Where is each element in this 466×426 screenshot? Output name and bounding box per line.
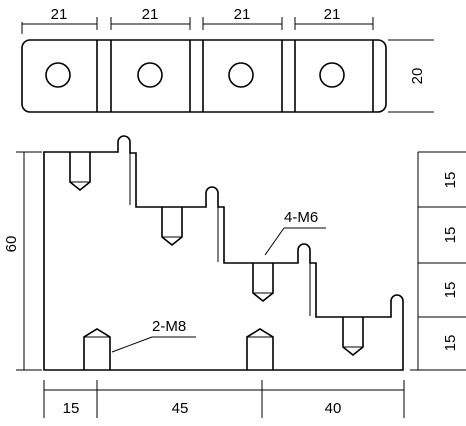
hole-2 [137, 62, 163, 88]
top-dim-2: 21 [142, 6, 159, 23]
right-dim-1: 15 [442, 172, 459, 189]
bottom-dim-1: 15 [63, 400, 80, 417]
top-dimensions [21, 17, 374, 34]
m8-callout-label: 2-M8 [152, 318, 186, 335]
right-dimensions [410, 151, 466, 371]
stepped-busbar-outline [43, 135, 404, 371]
bottom-dimensions [43, 380, 405, 418]
right-dim-4: 15 [442, 335, 459, 352]
top-dim-3: 21 [234, 6, 251, 23]
top-height-label: 20 [409, 68, 426, 85]
m8-stud-1 [83, 328, 111, 370]
m8-stud-2 [246, 328, 274, 370]
m6-stud-1 [69, 152, 91, 192]
hole-4 [319, 62, 345, 88]
front-height-label: 60 [3, 236, 20, 253]
m8-leader [111, 336, 196, 353]
segment-separators [96, 40, 374, 112]
front-height-dimension [16, 151, 42, 371]
bottom-dim-2: 45 [172, 400, 189, 417]
busbar-top-outline [21, 39, 387, 113]
m6-leader [264, 227, 326, 256]
front-view: 4-M6 2-M8 60 15 15 15 15 [3, 135, 466, 418]
m6-stud-4 [342, 317, 364, 357]
top-dim-1: 21 [51, 6, 68, 23]
step-inner-lines [129, 153, 311, 316]
top-dim-4: 21 [324, 6, 341, 23]
m6-stud-3 [252, 263, 274, 303]
top-height-dimension [388, 39, 434, 113]
right-dim-3: 15 [442, 282, 459, 299]
m6-callout-label: 4-M6 [284, 209, 318, 226]
top-view: 21 21 21 21 20 [21, 6, 434, 113]
right-dim-2: 15 [442, 227, 459, 244]
hole-1 [45, 62, 71, 88]
bottom-dim-3: 40 [325, 400, 342, 417]
m6-stud-2 [161, 207, 183, 247]
hole-3 [228, 62, 254, 88]
